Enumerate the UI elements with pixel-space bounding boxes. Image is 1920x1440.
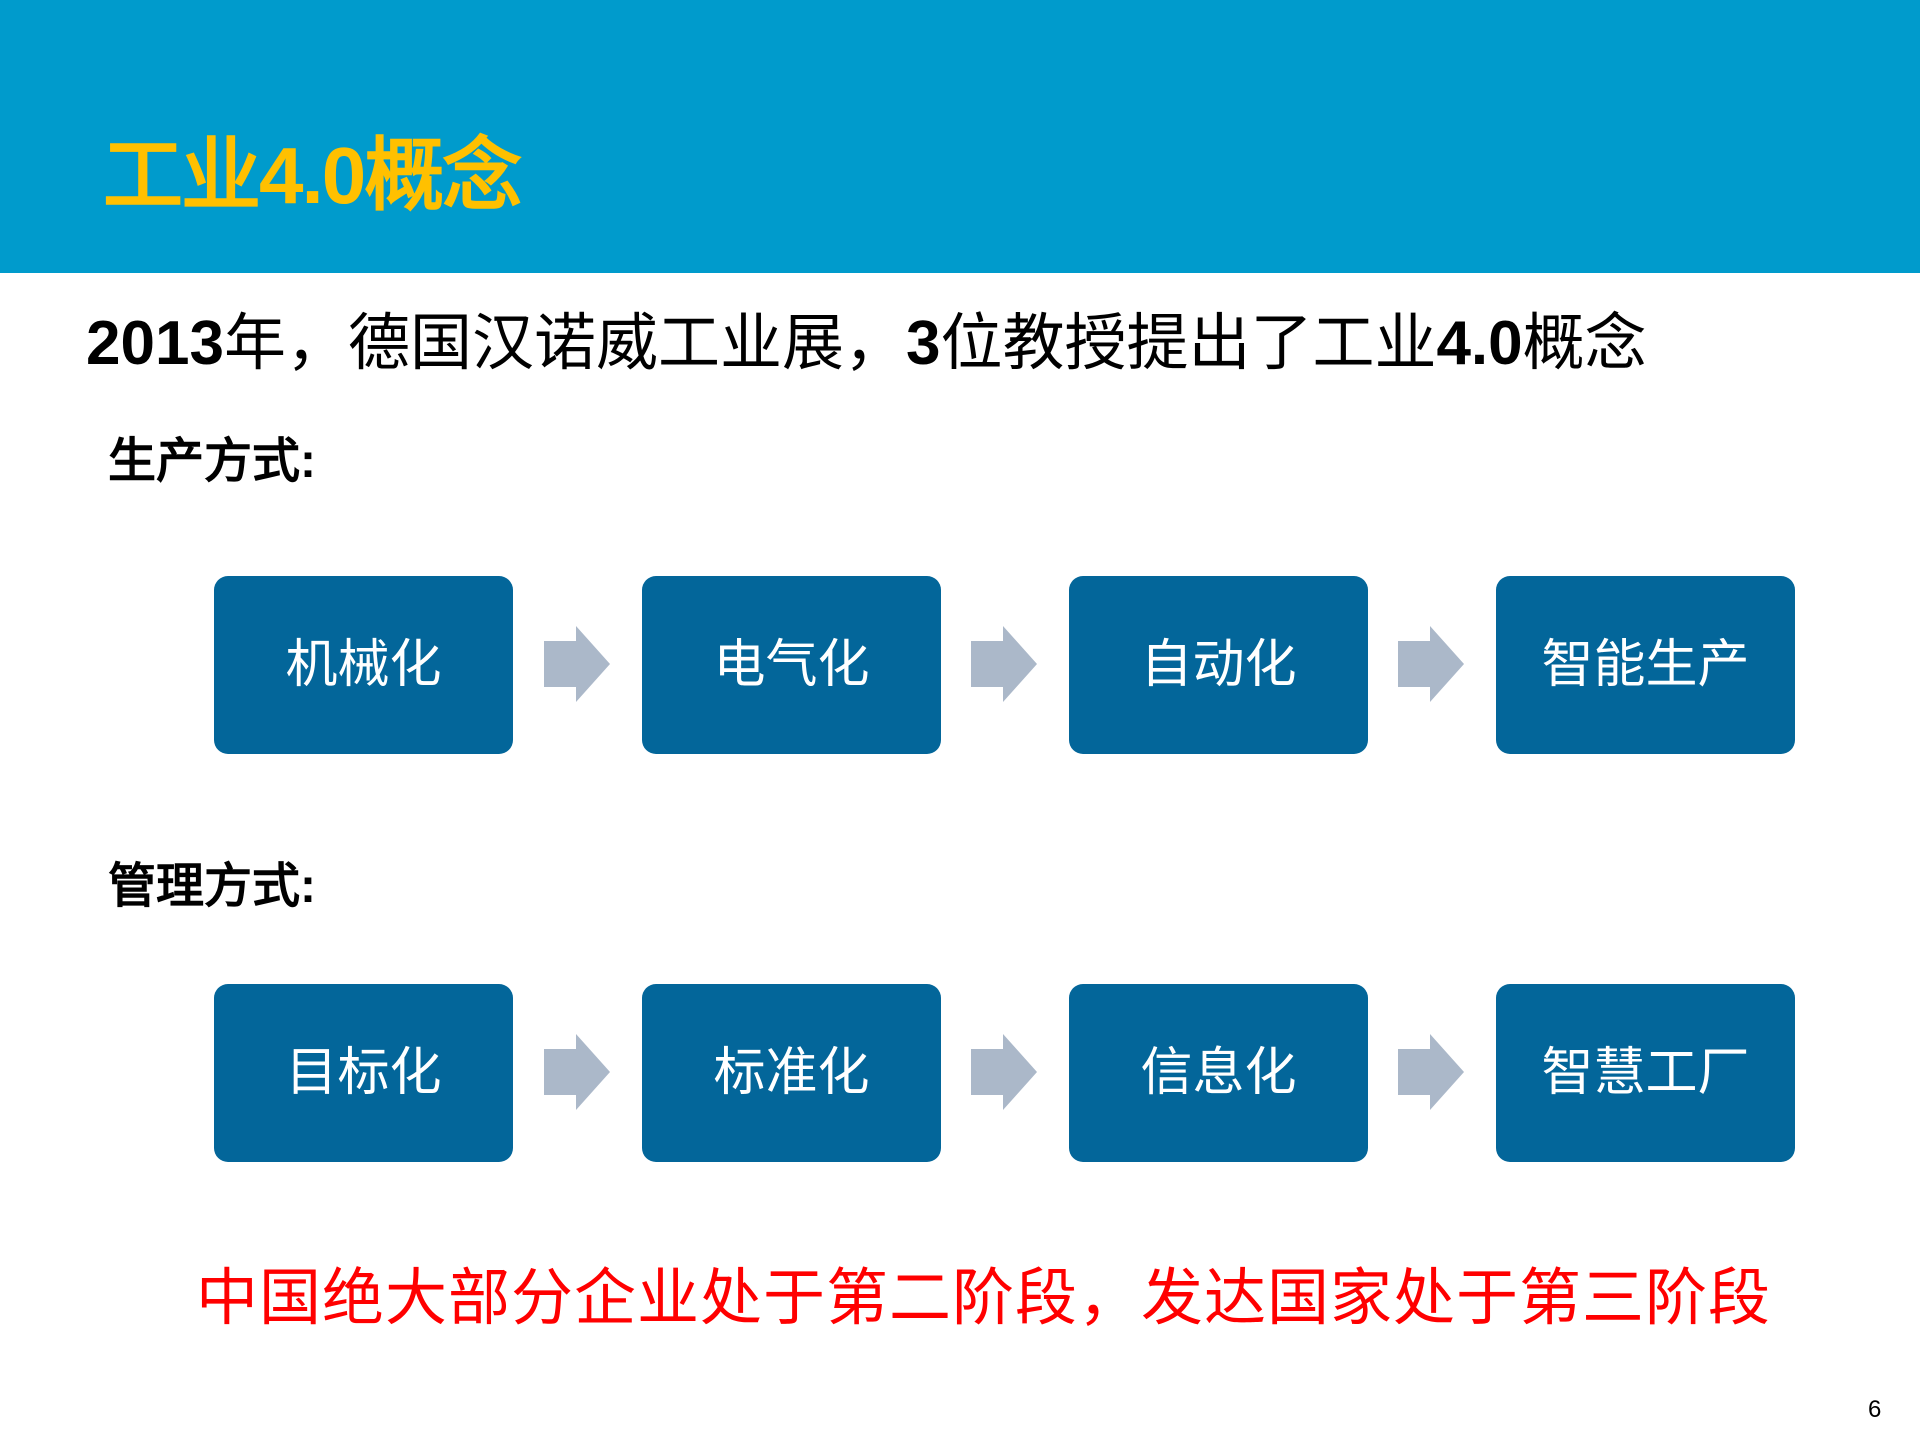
right-arrow-icon: [544, 1034, 610, 1110]
management-flow: 目标化 标准化 信息化 智慧工厂: [214, 984, 1796, 1162]
version-text: 4.0: [1436, 309, 1523, 378]
right-arrow-icon: [1398, 626, 1464, 702]
header-bar: 工业4.0概念: [0, 0, 1920, 273]
page-number: 6: [1868, 1396, 1882, 1423]
right-arrow-icon: [971, 626, 1037, 702]
production-step-mechanization: 机械化: [214, 576, 513, 754]
management-step-smart-factory: 智慧工厂: [1496, 984, 1795, 1162]
count-text: 3: [905, 309, 941, 378]
management-step-standardization: 标准化: [642, 984, 941, 1162]
intro-text-1: 年，德国汉诺威工业展，: [223, 309, 906, 378]
production-flow: 机械化 电气化 自动化 智能生产: [214, 576, 1796, 754]
year-text: 2013: [86, 309, 224, 378]
right-arrow-icon: [1398, 1034, 1464, 1110]
production-step-automation: 自动化: [1069, 576, 1368, 754]
slide-title: 工业4.0概念: [103, 131, 522, 220]
management-step-informatization: 信息化: [1069, 984, 1368, 1162]
right-arrow-icon: [544, 626, 610, 702]
production-step-smart-production: 智能生产: [1496, 576, 1795, 754]
production-step-electrification: 电气化: [642, 576, 941, 754]
management-step-targeting: 目标化: [214, 984, 513, 1162]
intro-text-3: 概念: [1522, 309, 1647, 378]
right-arrow-icon: [971, 1034, 1037, 1110]
production-section-label: 生产方式:: [108, 435, 316, 488]
management-section-label: 管理方式:: [108, 860, 316, 913]
intro-text-2: 位教授提出了工业: [940, 309, 1437, 378]
conclusion-text: 中国绝大部分企业处于第二阶段，发达国家处于第三阶段: [196, 1261, 1772, 1334]
intro-sentence: 2013年，德国汉诺威工业展，3位教授提出了工业4.0概念: [86, 306, 1647, 382]
